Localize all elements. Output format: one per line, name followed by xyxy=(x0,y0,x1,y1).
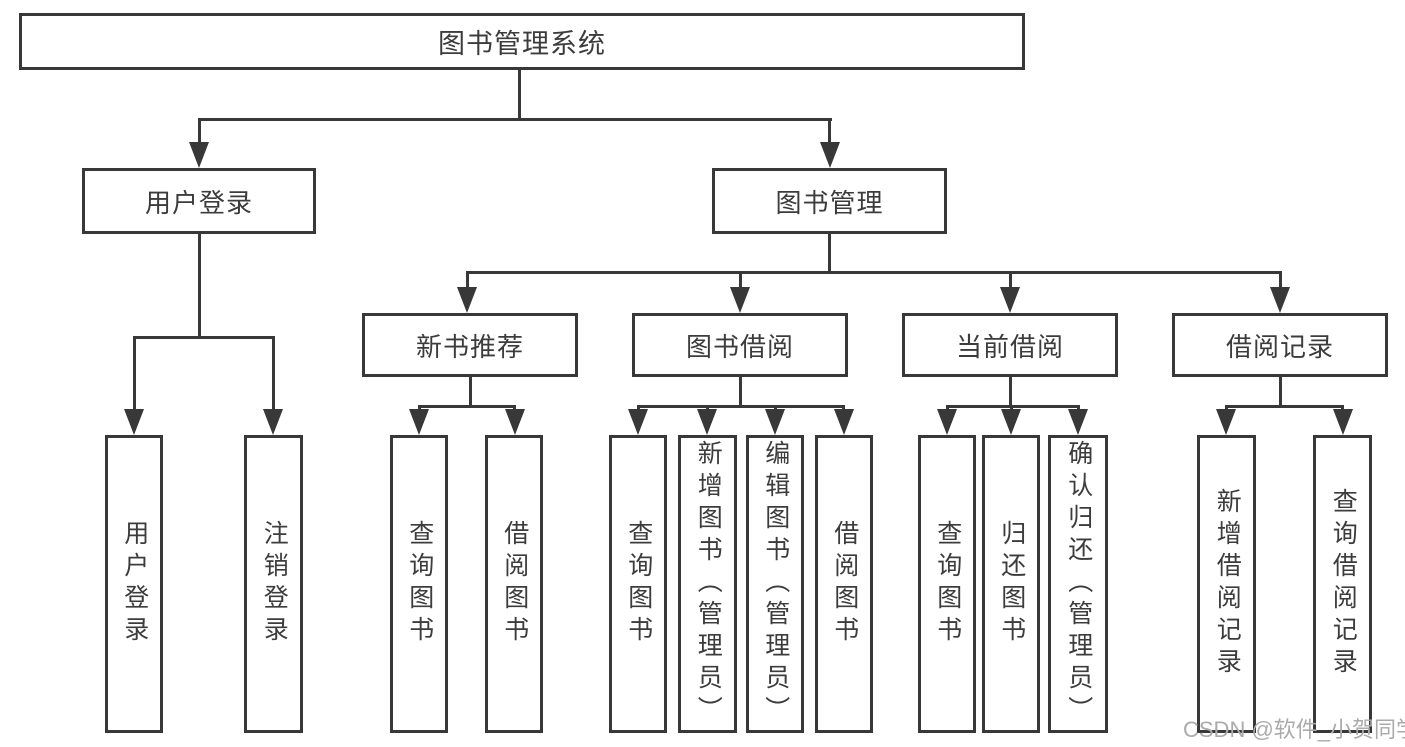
connector-user-login-stub xyxy=(198,234,201,339)
arrow-down-icon xyxy=(409,409,429,435)
arrow-down-icon xyxy=(820,142,840,168)
connector-book-borrow-rail xyxy=(637,405,845,408)
node-new-book-rec: 新书推荐 xyxy=(362,313,578,377)
leaf-add-borrow-record-label: 新增借阅记录 xyxy=(1213,488,1242,680)
connector-arrow-shaft xyxy=(198,118,201,146)
arrow-down-icon xyxy=(263,409,283,435)
arrow-down-icon xyxy=(1270,287,1290,313)
leaf-query-book-current-label: 查询图书 xyxy=(933,520,962,648)
arrow-down-icon xyxy=(765,409,785,435)
connector-arrow-shaft xyxy=(828,118,831,146)
arrow-down-icon xyxy=(124,409,144,435)
node-book-mgmt: 图书管理 xyxy=(712,168,947,234)
leaf-borrow-book-rec-label: 借阅图书 xyxy=(500,520,529,648)
connector-new-book-rec-rail xyxy=(418,405,516,408)
connector-arrow-shaft xyxy=(1009,271,1012,291)
connector-borrow-records-stub xyxy=(1279,377,1282,408)
leaf-query-book-current: 查询图书 xyxy=(918,435,976,733)
arrow-down-icon xyxy=(1000,287,1020,313)
csdn-watermark: CSDN @软件_小贺同学 xyxy=(1183,717,1405,742)
leaf-add-book-label: 新增图书（管理员） xyxy=(694,440,723,728)
connector-arrow-shaft xyxy=(133,336,136,412)
leaf-logout: 注销登录 xyxy=(244,435,303,733)
leaf-borrow-book: 借阅图书 xyxy=(815,435,873,733)
node-borrow-records-label: 借阅记录 xyxy=(1225,331,1334,362)
leaf-add-book: 新增图书（管理员） xyxy=(678,435,737,733)
node-new-book-rec-label: 新书推荐 xyxy=(415,331,524,362)
connector-arrow-shaft xyxy=(1279,271,1282,291)
leaf-query-book-borrow-label: 查询图书 xyxy=(624,520,653,648)
connector-root-rail xyxy=(198,118,832,121)
node-user-login: 用户登录 xyxy=(82,168,316,234)
leaf-user-login-label: 用户登录 xyxy=(120,520,149,648)
node-root: 图书管理系统 xyxy=(19,13,1025,70)
arrow-down-icon xyxy=(730,287,750,313)
node-current-borrow: 当前借阅 xyxy=(902,313,1118,377)
arrow-down-icon xyxy=(628,409,648,435)
arrow-down-icon xyxy=(1001,409,1021,435)
arrow-down-icon xyxy=(937,409,957,435)
connector-new-book-rec-stub xyxy=(469,377,472,408)
node-root-label: 图书管理系统 xyxy=(438,29,606,59)
leaf-query-borrow-record-label: 查询借阅记录 xyxy=(1329,488,1358,680)
arrow-down-icon xyxy=(1216,409,1236,435)
leaf-query-book-borrow: 查询图书 xyxy=(609,435,667,733)
connector-book-mgmt-stub xyxy=(828,234,831,274)
connector-arrow-shaft xyxy=(466,271,469,291)
leaf-user-login: 用户登录 xyxy=(105,435,163,733)
arrow-down-icon xyxy=(1333,409,1353,435)
arrow-down-icon xyxy=(505,409,525,435)
leaf-confirm-return: 确认归还（管理员） xyxy=(1048,435,1108,733)
connector-arrow-shaft xyxy=(272,336,275,412)
leaf-confirm-return-label: 确认归还（管理员） xyxy=(1064,440,1093,728)
node-user-login-label: 用户登录 xyxy=(144,187,253,218)
leaf-logout-label: 注销登录 xyxy=(260,520,289,648)
arrow-down-icon xyxy=(834,409,854,435)
leaf-edit-book-label: 编辑图书（管理员） xyxy=(761,440,790,728)
leaf-return-book-label: 归还图书 xyxy=(997,520,1026,648)
arrow-down-icon xyxy=(697,409,717,435)
connector-book-borrow-stub xyxy=(739,377,742,408)
connector-root-stub xyxy=(518,70,521,120)
node-borrow-records: 借阅记录 xyxy=(1172,313,1388,377)
node-book-borrow: 图书借阅 xyxy=(632,313,848,377)
arrow-down-icon xyxy=(457,287,477,313)
connector-arrow-shaft xyxy=(739,271,742,291)
leaf-add-borrow-record: 新增借阅记录 xyxy=(1197,435,1256,733)
arrow-down-icon xyxy=(1068,409,1088,435)
leaf-query-borrow-record: 查询借阅记录 xyxy=(1313,435,1372,733)
leaf-edit-book: 编辑图书（管理员） xyxy=(746,435,804,733)
connector-current-borrow-stub xyxy=(1009,377,1012,408)
arrow-down-icon xyxy=(189,142,209,168)
node-book-borrow-label: 图书借阅 xyxy=(685,331,794,362)
node-book-mgmt-label: 图书管理 xyxy=(775,187,884,218)
leaf-query-book-rec-label: 查询图书 xyxy=(405,520,434,648)
connector-book-mgmt-rail xyxy=(466,271,1282,274)
leaf-return-book: 归还图书 xyxy=(982,435,1040,733)
leaf-borrow-book-rec: 借阅图书 xyxy=(485,435,543,733)
connector-borrow-records-rail xyxy=(1225,405,1343,408)
leaf-borrow-book-label: 借阅图书 xyxy=(830,520,859,648)
connector-user-login-rail xyxy=(133,336,275,339)
leaf-query-book-rec: 查询图书 xyxy=(390,435,448,733)
node-current-borrow-label: 当前借阅 xyxy=(955,331,1064,362)
connector-current-borrow-rail xyxy=(946,405,1080,408)
